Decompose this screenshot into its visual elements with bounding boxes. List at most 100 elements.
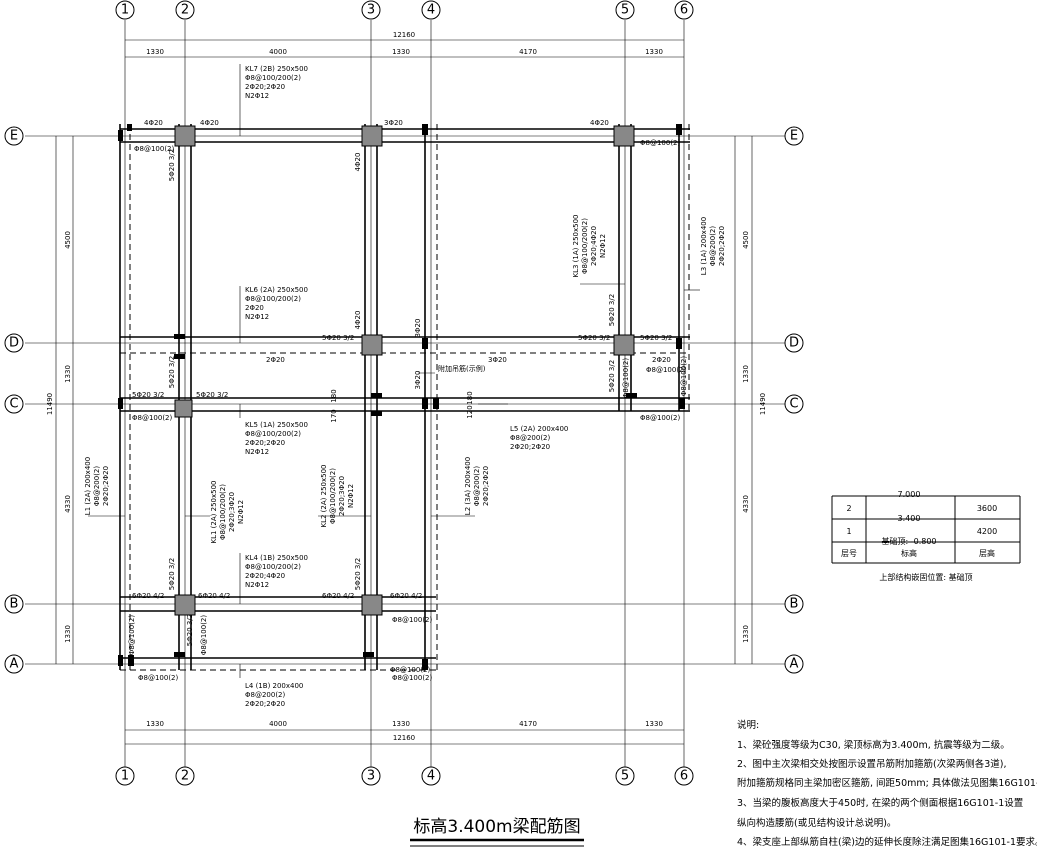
svg-text:A: A — [10, 657, 19, 672]
dim-left-span: 4500 — [64, 231, 72, 249]
dim-bottom-span: 1330 — [146, 720, 164, 728]
svg-text:C: C — [789, 397, 798, 412]
table-floor-1: 1 — [846, 527, 851, 536]
rebar-label: Φ8@100(2) — [200, 615, 208, 656]
dim-right-span: 1330 — [742, 365, 750, 383]
rebar-label: 6Φ20 4/2 — [132, 592, 164, 600]
rebar-label: 5Φ20 3/2 — [168, 356, 176, 388]
rebar-label: 4Φ20 — [144, 119, 163, 127]
svg-text:Φ8@200(2): Φ8@200(2) — [245, 691, 286, 699]
svg-text:D: D — [789, 336, 799, 351]
axis-bubble-right-b: B — [784, 594, 804, 614]
dim-bottom-span: 4170 — [519, 720, 537, 728]
svg-text:2Φ20;3Φ20: 2Φ20;3Φ20 — [338, 476, 346, 516]
svg-text:L5 (2A) 200x400: L5 (2A) 200x400 — [510, 425, 568, 433]
rebar-label: Φ8@100(2) — [132, 414, 173, 422]
beam-label-l4: L4 (1B) 200x400 Φ8@200(2) 2Φ20;2Φ20 — [245, 682, 303, 708]
rebar-label: 6Φ20 4/2 — [198, 592, 230, 600]
beam-label-kl5: KL5 (1A) 250x500 Φ8@100/200(2) 2Φ20;2Φ20… — [245, 421, 308, 456]
svg-text:E: E — [10, 129, 18, 144]
support-blocks — [118, 124, 685, 670]
axis-bubble-bottom-3: 3 — [361, 766, 381, 786]
svg-text:Φ8@200(2): Φ8@200(2) — [709, 226, 717, 267]
svg-text:KL4 (1B) 250x500: KL4 (1B) 250x500 — [245, 554, 308, 562]
leader-lines — [88, 64, 700, 678]
note-line: 2、图中主次梁相交处按图示设置吊筋附加箍筋(次梁两侧各3道), — [737, 758, 1007, 770]
table-base: 基础顶: -0.800 — [881, 536, 936, 546]
note-line: 1、梁砼强度等级为C30, 梁顶标高为3.400m, 抗震等级为二级。 — [737, 739, 1010, 751]
svg-text:N2Φ12: N2Φ12 — [237, 500, 245, 524]
svg-text:KL1 (2A) 250x500: KL1 (2A) 250x500 — [210, 481, 218, 544]
rebar-label: 5Φ20 3/2 — [608, 360, 616, 392]
svg-text:Φ8@100/200(2): Φ8@100/200(2) — [581, 218, 589, 274]
rebar-label: Φ8@100(2) — [134, 145, 175, 153]
drawing-title: 标高3.400m梁配筋图 — [413, 817, 580, 837]
table-height-1: 4200 — [977, 527, 997, 536]
dim-left-total: 11490 — [46, 393, 54, 415]
svg-text:Φ8@100/200(2): Φ8@100/200(2) — [245, 430, 301, 438]
table-header-floor: 层号 — [841, 549, 857, 558]
rebar-label: Φ8@100(2) — [640, 414, 681, 422]
svg-text:N2Φ12: N2Φ12 — [245, 448, 269, 456]
svg-text:4: 4 — [427, 769, 435, 784]
axis-bubble-top-4: 4 — [421, 0, 441, 20]
svg-text:2Φ20;4Φ20: 2Φ20;4Φ20 — [245, 572, 285, 580]
dim-bottom-span: 1330 — [645, 720, 663, 728]
svg-text:N2Φ12: N2Φ12 — [347, 484, 355, 508]
elevation-table: 2 7.000 3600 1 3.400 4200 基础顶: -0.800 层号… — [831, 490, 1021, 582]
rebar-label: 180 — [466, 391, 474, 404]
svg-text:Φ8@100/200(2): Φ8@100/200(2) — [329, 468, 337, 524]
axis-bubbles: 1 2 3 4 5 6 1 2 3 4 5 6 E D C B A E D C … — [4, 0, 804, 786]
svg-text:6: 6 — [680, 3, 688, 18]
rebar-label: 5Φ20 3/2 — [608, 294, 616, 326]
rebar-label: 3Φ20 — [414, 319, 422, 338]
rebar-label: Φ8@100(2) — [680, 356, 688, 397]
rebar-label: 3Φ20 — [384, 119, 403, 127]
axis-bubble-left-a: A — [4, 654, 24, 674]
note-line: 附加箍筋规格同主梁加密区箍筋, 间距50mm; 具体做法见图集16G101-1。 — [737, 777, 1037, 789]
rebar-label: 3Φ20 — [488, 356, 507, 364]
svg-text:2Φ20;2Φ20: 2Φ20;2Φ20 — [245, 700, 285, 708]
table-header-elev: 标高 — [901, 548, 917, 558]
dim-top-span: 1330 — [645, 48, 663, 56]
axis-bubble-right-d: D — [784, 333, 804, 353]
beam-label-l1: L1 (2A) 200x400 Φ8@200(2) 2Φ20;2Φ20 — [84, 457, 110, 515]
svg-text:2: 2 — [181, 3, 189, 18]
svg-text:5: 5 — [621, 3, 629, 18]
beam-label-kl3: KL3 (1A) 250x500 Φ8@100/200(2) 2Φ20;4Φ20… — [572, 215, 607, 278]
rebar-label: 5Φ20 3/2 — [168, 558, 176, 590]
svg-text:L1 (2A) 200x400: L1 (2A) 200x400 — [84, 457, 92, 515]
axis-bubble-left-c: C — [4, 394, 24, 414]
rebar-label: Φ8@100(2) — [646, 366, 687, 374]
svg-text:2: 2 — [181, 769, 189, 784]
svg-text:KL6 (2A) 250x500: KL6 (2A) 250x500 — [245, 286, 308, 294]
svg-text:2Φ20;3Φ20: 2Φ20;3Φ20 — [228, 492, 236, 532]
svg-text:3: 3 — [367, 3, 375, 18]
svg-text:B: B — [10, 597, 19, 612]
dim-top-span: 4170 — [519, 48, 537, 56]
svg-text:Φ8@200(2): Φ8@200(2) — [510, 434, 551, 442]
rebar-label: 3Φ20 — [414, 371, 422, 390]
beam-label-kl7: KL7 (2B) 250x500 Φ8@100/200(2) 2Φ20;2Φ20… — [245, 65, 308, 100]
rebar-label: 5Φ20 3/2 — [132, 391, 164, 399]
svg-text:2Φ20;4Φ20: 2Φ20;4Φ20 — [590, 226, 598, 266]
axis-bubble-top-2: 2 — [175, 0, 195, 20]
axis-bubble-top-6: 6 — [674, 0, 694, 20]
svg-text:KL5 (1A) 250x500: KL5 (1A) 250x500 — [245, 421, 308, 429]
rebar-labels: 4Φ20 4Φ20 3Φ20 4Φ20 Φ8@100(2) Φ8@100(2) … — [128, 119, 688, 682]
svg-text:2Φ20;2Φ20: 2Φ20;2Φ20 — [482, 466, 490, 506]
rebar-label: 5Φ20 3/2 — [186, 614, 194, 646]
svg-text:N2Φ12: N2Φ12 — [599, 234, 607, 258]
rebar-label: Φ8@100(2) — [640, 139, 681, 147]
axis-bubble-top-5: 5 — [615, 0, 635, 20]
rebar-label: 2Φ20 — [266, 356, 285, 364]
dim-bottom-total: 12160 — [393, 734, 415, 742]
svg-text:2Φ20;2Φ20: 2Φ20;2Φ20 — [718, 226, 726, 266]
rebar-label: 120 — [466, 405, 474, 418]
dimension-texts: 12160 1330 4000 1330 4170 1330 1330 4000… — [46, 31, 767, 742]
rebar-label: 5Φ20 3/2 — [578, 334, 610, 342]
table-elev-2: 7.000 — [898, 490, 921, 499]
svg-text:5: 5 — [621, 769, 629, 784]
svg-text:A: A — [790, 657, 799, 672]
svg-text:L3 (1A) 200x400: L3 (1A) 200x400 — [700, 217, 708, 275]
